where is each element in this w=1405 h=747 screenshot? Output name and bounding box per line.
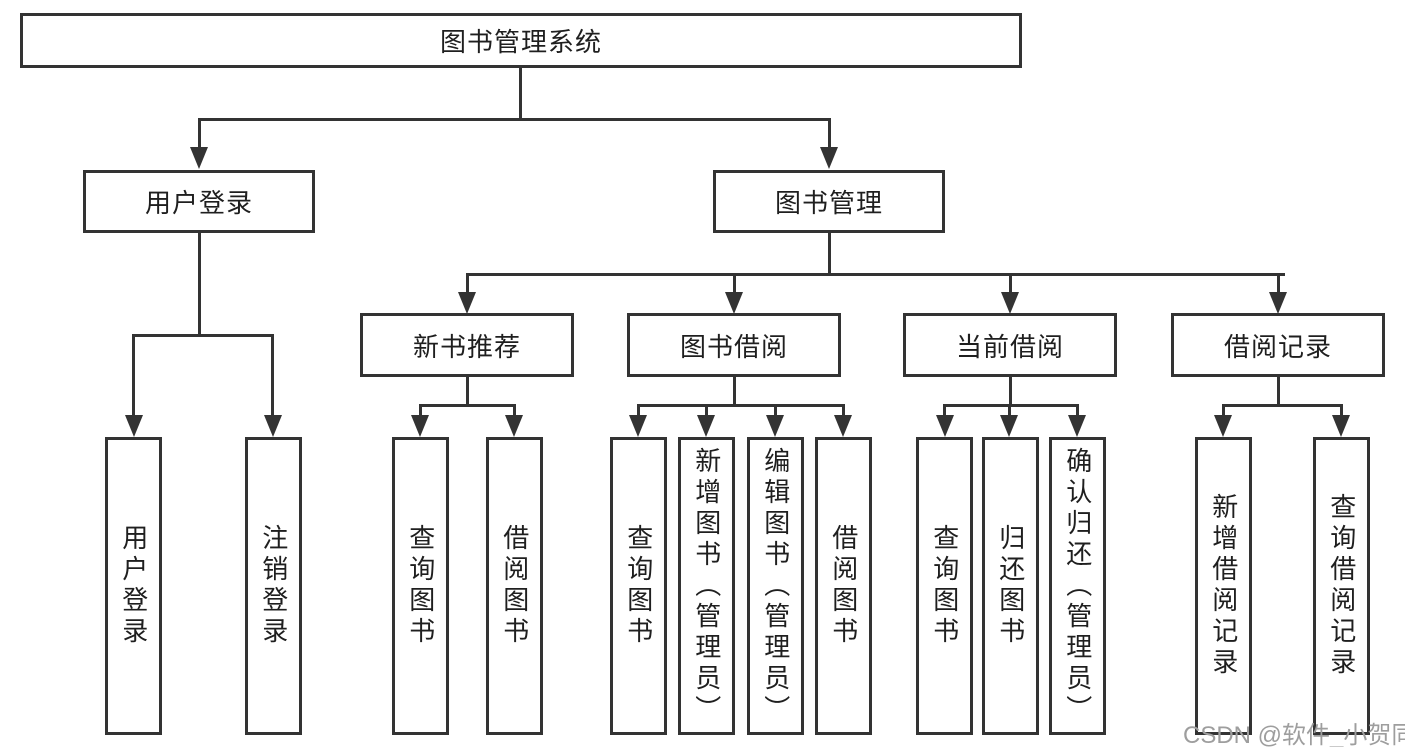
connector-line (828, 233, 831, 276)
node-label: 借阅图书 (828, 524, 859, 648)
arrow-down-icon (1332, 415, 1350, 437)
connector-line (132, 334, 135, 417)
node-cat-borrow-records: 借阅记录 (1171, 313, 1385, 377)
node-leaf-confirm-return-admin: 确认归还（管理员） (1049, 437, 1106, 735)
connector-line (774, 404, 777, 417)
connector-line (828, 118, 831, 150)
arrow-down-icon (1269, 292, 1287, 314)
node-label: 归还图书 (995, 524, 1026, 648)
connector-line (733, 377, 736, 407)
arrow-down-icon (697, 415, 715, 437)
connector-line (637, 404, 844, 407)
connector-line (1076, 404, 1079, 417)
connector-line (198, 233, 201, 337)
connector-line (198, 118, 831, 121)
connector-line (1277, 273, 1280, 295)
arrow-down-icon (834, 415, 852, 437)
node-label: 新增图书（管理员） (691, 446, 722, 726)
arrow-down-icon (629, 415, 647, 437)
connector-line (1008, 404, 1011, 417)
arrow-down-icon (1001, 292, 1019, 314)
node-cat-book-borrow: 图书借阅 (627, 313, 841, 377)
node-label: 用户登录 (118, 524, 149, 648)
arrow-down-icon (766, 415, 784, 437)
node-label: 查询图书 (623, 524, 654, 648)
connector-line (466, 377, 469, 407)
node-label: 确认归还（管理员） (1062, 446, 1093, 726)
node-leaf-borrow-books-recommend: 借阅图书 (486, 437, 543, 735)
node-label: 当前借阅 (955, 331, 1064, 362)
node-label: 借阅图书 (499, 524, 530, 648)
arrow-down-icon (936, 415, 954, 437)
node-leaf-add-books-admin: 新增图书（管理员） (678, 437, 735, 735)
node-label: 图书管理 (774, 188, 883, 218)
connector-line (1009, 273, 1012, 295)
node-leaf-query-books-current: 查询图书 (916, 437, 973, 735)
node-label: 图书管理系统 (439, 27, 602, 57)
node-label: 注销登录 (258, 524, 289, 648)
connector-line (733, 273, 736, 295)
arrow-down-icon (1214, 415, 1232, 437)
node-leaf-query-books-recommend: 查询图书 (392, 437, 449, 735)
connector-line (132, 334, 274, 337)
node-leaf-edit-books-admin: 编辑图书（管理员） (747, 437, 804, 735)
connector-line (943, 404, 946, 417)
connector-line (705, 404, 708, 417)
node-label: 新书推荐 (412, 331, 521, 362)
connector-line (419, 404, 422, 417)
node-leaf-borrow-books: 借阅图书 (815, 437, 872, 735)
connector-line (637, 404, 640, 417)
node-label: 图书借阅 (679, 331, 788, 362)
connector-line (842, 404, 845, 417)
node-label: 查询图书 (929, 524, 960, 648)
node-branch-user-login: 用户登录 (83, 170, 315, 233)
arrow-down-icon (725, 292, 743, 314)
connector-line (513, 404, 516, 417)
node-cat-current-borrow: 当前借阅 (903, 313, 1117, 377)
arrow-down-icon (411, 415, 429, 437)
connector-line (1277, 377, 1280, 407)
arrow-down-icon (458, 292, 476, 314)
node-leaf-return-books: 归还图书 (982, 437, 1039, 735)
connector-line (198, 118, 201, 150)
arrow-down-icon (125, 415, 143, 437)
arrow-down-icon (820, 147, 838, 169)
node-leaf-query-borrow-record: 查询借阅记录 (1313, 437, 1370, 735)
connector-line (466, 273, 1285, 276)
node-cat-new-book-recommend: 新书推荐 (360, 313, 574, 377)
node-label: 借阅记录 (1223, 331, 1332, 362)
node-leaf-logout: 注销登录 (245, 437, 302, 735)
node-leaf-query-books-borrow: 查询图书 (610, 437, 667, 735)
node-root-system: 图书管理系统 (20, 13, 1022, 68)
connector-line (419, 404, 516, 407)
node-branch-book-management: 图书管理 (713, 170, 945, 233)
node-label: 查询图书 (405, 524, 436, 648)
connector-line (519, 68, 522, 119)
arrow-down-icon (1000, 415, 1018, 437)
connector-line (1222, 404, 1225, 417)
arrow-down-icon (264, 415, 282, 437)
connector-line (943, 404, 1079, 407)
connector-line (466, 273, 469, 295)
node-label: 用户登录 (144, 188, 253, 218)
connector-line (1340, 404, 1343, 417)
node-leaf-user-login: 用户登录 (105, 437, 162, 735)
arrow-down-icon (505, 415, 523, 437)
node-label: 查询借阅记录 (1326, 493, 1357, 679)
connector-line (1009, 377, 1012, 407)
node-label: 新增借阅记录 (1208, 493, 1239, 679)
arrow-down-icon (190, 147, 208, 169)
watermark-text: CSDN @软件_小贺同学 (1183, 722, 1405, 747)
node-leaf-add-borrow-record: 新增借阅记录 (1195, 437, 1252, 735)
connector-line (271, 334, 274, 417)
arrow-down-icon (1068, 415, 1086, 437)
connector-line (1222, 404, 1343, 407)
node-label: 编辑图书（管理员） (760, 446, 791, 726)
